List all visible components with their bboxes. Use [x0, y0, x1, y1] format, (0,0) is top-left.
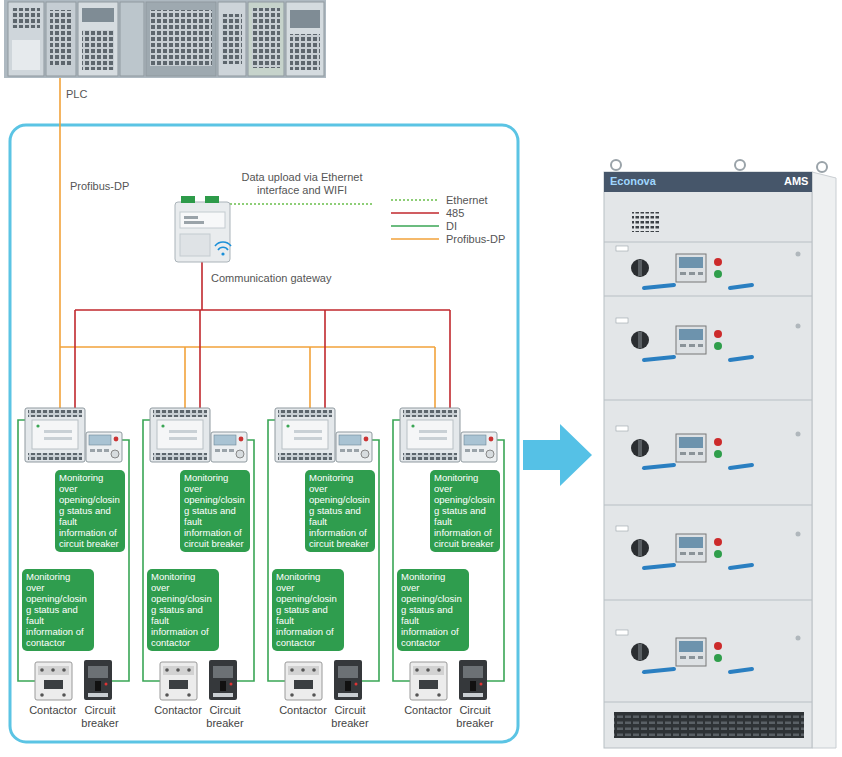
- node-text: Circuit breaker: [74, 704, 126, 729]
- device-node: Contactor: [26, 659, 80, 717]
- legend-row: 485: [390, 206, 505, 219]
- model-name: AMS: [784, 175, 808, 188]
- node-text: Monitoring over opening/closing status a…: [151, 572, 215, 648]
- device-columns: [18, 310, 504, 700]
- legend-line: [391, 199, 439, 201]
- device-node: Circuit breaker: [324, 658, 376, 729]
- ams-cabinet: [604, 160, 836, 748]
- callout-box: Monitoring over opening/closing status a…: [22, 569, 94, 651]
- callout-box: Monitoring over opening/closing status a…: [305, 470, 375, 552]
- node-text: Monitoring over opening/closing status a…: [309, 473, 371, 549]
- callout-box: Monitoring over opening/closing status a…: [397, 569, 469, 651]
- device-node: Circuit breaker: [449, 658, 501, 729]
- node-text: Monitoring over opening/closing status a…: [434, 473, 496, 549]
- node-text: Monitoring over opening/closing status a…: [26, 572, 90, 648]
- legend-row: DI: [390, 219, 505, 232]
- legend-text: DI: [446, 220, 457, 232]
- flow-arrow: [523, 424, 592, 486]
- node-text: Contactor: [276, 704, 330, 717]
- legend-line: [391, 225, 439, 227]
- callout-box: Monitoring over opening/closing status a…: [55, 470, 125, 552]
- node-text: Contactor: [401, 704, 455, 717]
- bus-label: Profibus-DP: [70, 180, 129, 193]
- plc-node: PLC: [66, 88, 87, 101]
- bus-wiring: [60, 78, 450, 347]
- node-text: PLC: [66, 88, 87, 101]
- legend-text: Profibus-DP: [446, 233, 505, 245]
- legend-row: Ethernet: [390, 193, 505, 206]
- callout-box: Monitoring over opening/closing status a…: [180, 470, 250, 552]
- legend-sample: [390, 208, 440, 218]
- gateway-node: Communication gateway: [211, 272, 331, 285]
- callout-box: Monitoring over opening/closing status a…: [430, 470, 500, 552]
- node-text: Contactor: [26, 704, 80, 717]
- legend-sample: [390, 221, 440, 231]
- node-text: Circuit breaker: [324, 704, 376, 729]
- legend-sample: [390, 195, 440, 205]
- legend-line: [391, 212, 439, 214]
- device-node: Contactor: [401, 659, 455, 717]
- node-text: Contactor: [151, 704, 205, 717]
- legend-text: 485: [446, 207, 464, 219]
- device-node: Circuit breaker: [74, 658, 126, 729]
- node-text: Circuit breaker: [449, 704, 501, 729]
- legend: Ethernet485DIProfibus-DP: [390, 193, 505, 245]
- node-text: Monitoring over opening/closing status a…: [276, 572, 340, 648]
- brand-logo: Econova: [610, 175, 656, 188]
- callout-box: Monitoring over opening/closing status a…: [272, 569, 344, 651]
- node-text: Monitoring over opening/closing status a…: [401, 572, 465, 648]
- node-text: Monitoring over opening/closing status a…: [184, 473, 246, 549]
- note-text: Data upload via Ethernet interface and W…: [232, 171, 372, 197]
- device-node: Contactor: [276, 659, 330, 717]
- legend-row: Profibus-DP: [390, 232, 505, 245]
- device-node: Contactor: [151, 659, 205, 717]
- callout-box: Monitoring over opening/closing status a…: [147, 569, 219, 651]
- node-text: Circuit breaker: [199, 704, 251, 729]
- node-text: Communication gateway: [211, 272, 331, 285]
- plc-illustration: [4, 0, 326, 78]
- gateway-illustration: [175, 196, 231, 262]
- system-frame: [10, 125, 518, 742]
- node-text: Monitoring over opening/closing status a…: [59, 473, 121, 549]
- legend-line: [391, 238, 439, 240]
- device-node: Circuit breaker: [199, 658, 251, 729]
- legend-text: Ethernet: [446, 194, 488, 206]
- legend-sample: [390, 234, 440, 244]
